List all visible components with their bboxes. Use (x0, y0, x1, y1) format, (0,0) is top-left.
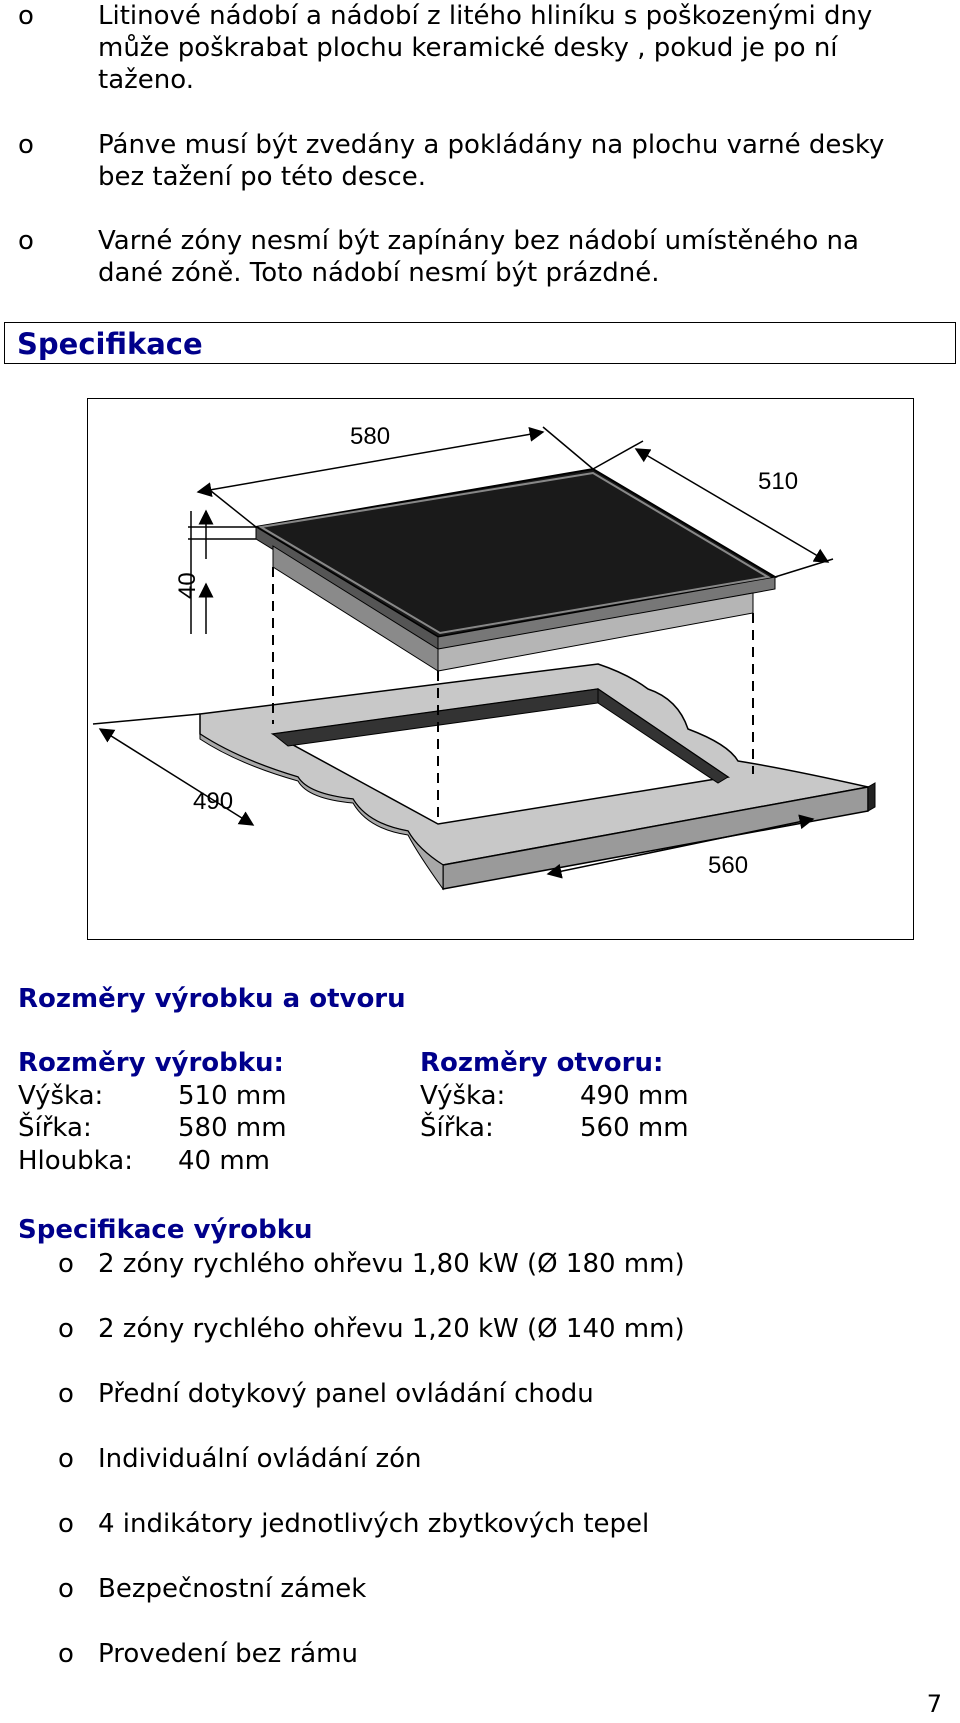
diagram-svg: 580 510 40 490 560 (92, 423, 876, 891)
bullet-marker: o (58, 1574, 74, 1604)
product-dim-value: 580 mm (178, 1113, 287, 1143)
spec-item: Bezpečnostní zámek (98, 1574, 367, 1604)
product-dim-label: Šířka: (18, 1113, 92, 1143)
bullet-marker: o (18, 130, 34, 160)
text-line: může poškrabat plochu keramické desky , … (98, 33, 838, 63)
text-line: Varné zóny nesmí být zapínány bez nádobí… (98, 226, 859, 256)
bullet-marker: o (58, 1639, 74, 1669)
section-title: Specifikace (17, 327, 203, 361)
spec-item: 4 indikátory jednotlivých zbytkových tep… (98, 1509, 650, 1539)
cutout-dim-value: 560 mm (580, 1113, 689, 1143)
text-line: taženo. (98, 65, 194, 95)
bullet-marker: o (58, 1444, 74, 1474)
text-line: Pánve musí být zvedány a pokládány na pl… (98, 130, 885, 160)
product-dims-heading: Rozměry výrobku: (18, 1048, 284, 1078)
spec-item: Provedení bez rámu (98, 1639, 358, 1669)
intro-bullet-2: Pánve musí být zvedány a pokládány na pl… (98, 129, 938, 193)
section-header-box: Specifikace (4, 322, 956, 364)
spec-heading: Specifikace výrobku (18, 1215, 313, 1245)
hob (253, 467, 778, 672)
cutout-dim-value: 490 mm (580, 1081, 689, 1111)
label-490: 490 (193, 788, 233, 815)
cutout-dim-label: Šířka: (420, 1113, 494, 1143)
bullet-marker: o (58, 1379, 74, 1409)
bullet-marker: o (58, 1249, 74, 1279)
product-dim-label: Hloubka: (18, 1146, 133, 1176)
label-580: 580 (350, 423, 390, 450)
spec-item: 2 zóny rychlého ohřevu 1,80 kW (Ø 180 mm… (98, 1249, 685, 1279)
hob-dimension-diagram: 580 510 40 490 560 (87, 398, 914, 940)
bullet-marker: o (58, 1509, 74, 1539)
spec-item: 2 zóny rychlého ohřevu 1,20 kW (Ø 140 mm… (98, 1314, 685, 1344)
alignment-lines (272, 567, 754, 824)
cutout-dims-heading: Rozměry otvoru: (420, 1048, 664, 1078)
cutout-dim-label: Výška: (420, 1081, 506, 1111)
text-line: bez tažení po této desce. (98, 162, 426, 192)
text-line: Litinové nádobí a nádobí z litého hliník… (98, 1, 873, 31)
spec-item: Přední dotykový panel ovládání chodu (98, 1379, 594, 1409)
dimensions-heading: Rozměry výrobku a otvoru (18, 984, 406, 1014)
bullet-marker: o (18, 1, 34, 31)
product-dim-value: 510 mm (178, 1081, 287, 1111)
spec-item: Individuální ovládání zón (98, 1444, 422, 1474)
intro-bullet-3: Varné zóny nesmí být zapínány bez nádobí… (98, 225, 938, 289)
label-560: 560 (708, 852, 748, 879)
product-dim-label: Výška: (18, 1081, 104, 1111)
text-line: dané zóně. Toto nádobí nesmí být prázdné… (98, 258, 660, 288)
product-dim-value: 40 mm (178, 1146, 271, 1176)
bullet-marker: o (58, 1314, 74, 1344)
label-510: 510 (758, 468, 798, 495)
intro-bullet-1: Litinové nádobí a nádobí z litého hliník… (98, 0, 938, 96)
worktop-frame (199, 663, 876, 891)
page-number: 7 (926, 1690, 942, 1718)
bullet-marker: o (18, 226, 34, 256)
label-40: 40 (174, 572, 201, 599)
